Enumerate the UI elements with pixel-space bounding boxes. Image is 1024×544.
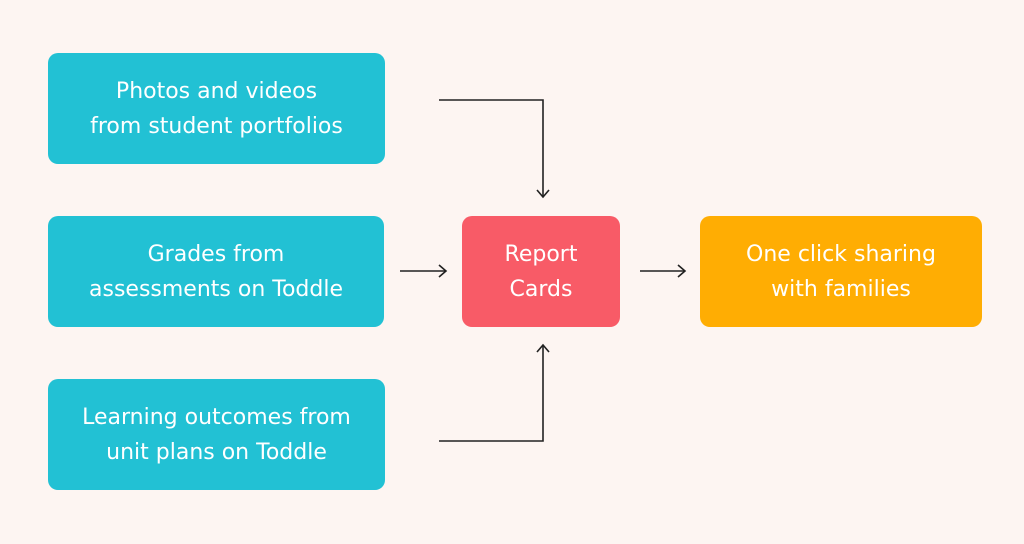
sharing-label-line: One click sharing	[746, 241, 936, 267]
source-box-photos-videos: Photos and videos from student portfolio…	[48, 53, 385, 164]
source-box-learning-outcomes: Learning outcomes from unit plans on Tod…	[48, 379, 385, 490]
connector-top-to-report	[439, 99, 544, 196]
arrowhead-right-icon	[677, 264, 687, 278]
sharing-box: One click sharing with families	[700, 216, 982, 327]
report-cards-box: Report Cards	[462, 216, 620, 327]
source-box-label-line: unit plans on Toddle	[106, 439, 327, 465]
source-box-label-line: assessments on Toddle	[89, 276, 343, 302]
report-cards-label-line: Report	[504, 241, 578, 267]
report-cards-label-line: Cards	[509, 276, 573, 302]
connector-bottom-to-report	[439, 346, 544, 442]
source-box-label-line: Grades from	[147, 241, 285, 267]
arrowhead-up-icon	[536, 343, 550, 353]
source-box-label-line: from student portfolios	[90, 113, 343, 139]
source-box-label-line: Learning outcomes from	[82, 404, 351, 430]
sharing-label-line: with families	[771, 276, 911, 302]
arrowhead-down-icon	[536, 189, 550, 199]
source-box-label-line: Photos and videos	[115, 78, 318, 104]
arrowhead-right-icon	[438, 264, 448, 278]
source-box-grades: Grades from assessments on Toddle	[48, 216, 384, 327]
